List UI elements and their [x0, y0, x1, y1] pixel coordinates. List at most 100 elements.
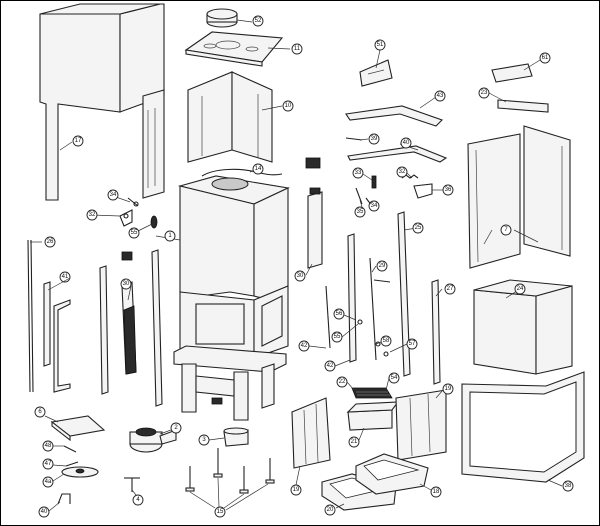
- callout-18: 18: [430, 486, 442, 498]
- part-15-legs: [185, 448, 275, 494]
- part-38-frame: [461, 371, 585, 483]
- svg-text:14: 14: [255, 166, 262, 172]
- part-39-screw: [345, 137, 363, 141]
- callout-7: 7: [500, 224, 512, 236]
- callout-21: 21: [348, 436, 360, 448]
- svg-text:22: 22: [339, 379, 346, 385]
- callout-56: 56: [333, 308, 345, 320]
- part-48-screw: [63, 445, 77, 453]
- svg-text:55: 55: [131, 230, 138, 236]
- parts-vertical-rods-center: [325, 211, 441, 385]
- svg-text:42: 42: [301, 343, 308, 349]
- callout-2: 2: [170, 422, 182, 434]
- svg-text:48: 48: [45, 443, 52, 449]
- svg-text:23: 23: [481, 90, 488, 96]
- part-36-clip: [413, 183, 433, 199]
- part-40-bar: [347, 145, 448, 163]
- callout-38: 38: [562, 480, 574, 492]
- svg-text:20: 20: [327, 507, 334, 513]
- part-32-bracket: [119, 209, 133, 227]
- svg-text:18: 18: [433, 489, 440, 495]
- part-41-strip: [43, 281, 71, 393]
- svg-text:52: 52: [255, 18, 262, 24]
- svg-text:33: 33: [355, 170, 362, 176]
- callout-14: 14: [252, 163, 264, 175]
- svg-text:2: 2: [174, 425, 178, 431]
- part-55-ring: [150, 215, 158, 229]
- svg-text:55: 55: [334, 334, 341, 340]
- callout-35: 35: [354, 206, 366, 218]
- part-7-side-panels: [467, 125, 571, 269]
- part-1-firebox: [173, 175, 290, 421]
- svg-text:21: 21: [351, 439, 358, 445]
- callout-4a: 4a: [42, 476, 54, 488]
- callout-51: 51: [374, 39, 386, 51]
- callout-17: 17: [72, 135, 84, 147]
- callout-3: 3: [198, 434, 210, 446]
- callout-10: 10: [282, 100, 294, 112]
- svg-text:4: 4: [136, 497, 140, 503]
- svg-text:42: 42: [327, 363, 334, 369]
- svg-text:17: 17: [75, 138, 82, 144]
- part-24-lower-box: [473, 279, 573, 375]
- svg-text:3: 3: [202, 437, 206, 443]
- callout-26: 26: [44, 236, 56, 248]
- part-17-rear-shroud: [39, 3, 165, 201]
- part-26-rod: [27, 239, 34, 393]
- callout-48: 48: [42, 440, 54, 452]
- part-35-pin: [355, 187, 363, 205]
- svg-text:54: 54: [391, 375, 398, 381]
- callout-29: 29: [376, 260, 388, 272]
- svg-text:43: 43: [437, 93, 444, 99]
- part-23-strip: [497, 99, 549, 113]
- svg-text:4a: 4a: [45, 479, 52, 485]
- svg-text:32: 32: [399, 169, 406, 175]
- svg-text:11: 11: [294, 46, 301, 52]
- svg-text:26: 26: [47, 239, 54, 245]
- callouts: 17 52 11 10 51 61 43 23 39 40 14 33 32 3…: [34, 15, 574, 518]
- callout-32: 32: [396, 166, 408, 178]
- leader-lines-bottom: [44, 172, 444, 512]
- part-34-bolt: [127, 197, 139, 207]
- svg-text:40: 40: [41, 509, 48, 515]
- callout-36: 36: [442, 184, 454, 196]
- svg-text:51: 51: [377, 42, 384, 48]
- callout-43: 43: [434, 90, 446, 102]
- svg-text:35: 35: [357, 209, 364, 215]
- part-61-bracket: [491, 63, 533, 83]
- part-52-flue-collar: [206, 8, 238, 28]
- svg-text:15: 15: [217, 509, 224, 515]
- svg-text:30: 30: [297, 273, 304, 279]
- callout-57: 57: [406, 338, 418, 350]
- callout-30a: 30: [120, 278, 132, 290]
- callout-22: 22: [336, 376, 348, 388]
- callout-39: 39: [368, 133, 380, 145]
- part-4a-plate: [61, 466, 99, 478]
- svg-text:61: 61: [542, 55, 549, 61]
- svg-text:36: 36: [445, 187, 452, 193]
- svg-text:38: 38: [565, 483, 572, 489]
- part-51-bracket: [359, 59, 393, 87]
- callout-34b: 34: [368, 200, 380, 212]
- left-vertical-bars: [99, 249, 163, 407]
- callout-52: 52: [252, 15, 264, 27]
- part-19-panel-left: [291, 397, 331, 469]
- callout-47: 47: [42, 458, 54, 470]
- part-33-clip: [371, 175, 377, 189]
- callout-32b: 32: [86, 209, 98, 221]
- svg-text:57: 57: [409, 341, 416, 347]
- callout-19b: 19: [442, 383, 454, 395]
- part-47-screw: [65, 461, 79, 467]
- svg-text:7: 7: [504, 227, 508, 233]
- callout-33: 33: [352, 167, 364, 179]
- callout-61: 61: [539, 52, 551, 64]
- part-43-frame: [345, 105, 444, 127]
- svg-text:34: 34: [371, 203, 378, 209]
- svg-text:19: 19: [293, 487, 300, 493]
- callout-55b: 55: [331, 331, 343, 343]
- callout-54: 54: [388, 372, 400, 384]
- callout-11: 11: [291, 43, 303, 55]
- part-10-inner-panel: [187, 71, 273, 163]
- svg-text:10: 10: [285, 103, 292, 109]
